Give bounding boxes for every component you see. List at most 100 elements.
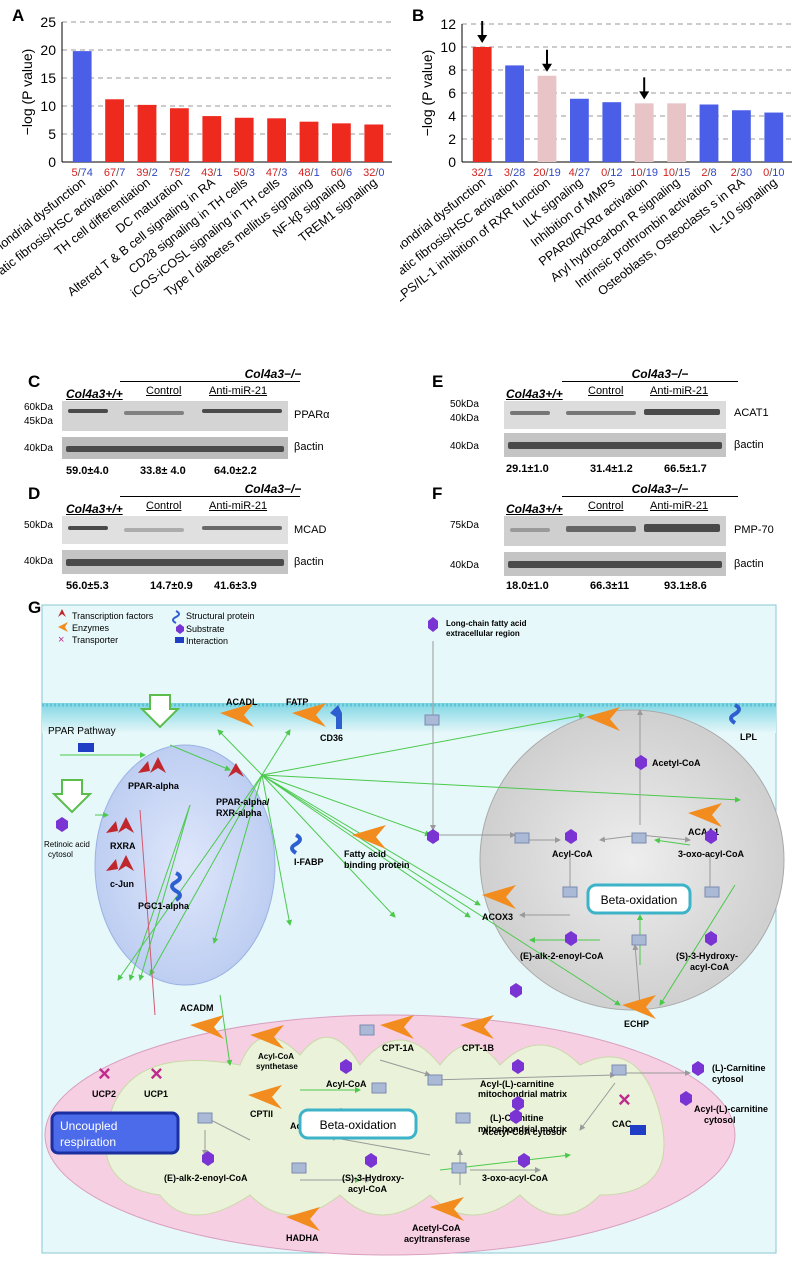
ppar-rxr-label-2: RXR-alpha	[216, 808, 263, 818]
gene-count-label: 0/12	[601, 167, 622, 179]
ppar-rxr-tf-icon	[228, 763, 244, 777]
blot-panel-d: Col4a3−/− Col4a3+/+ Control Anti-miR-21 …	[0, 480, 400, 592]
panel-letter-f: F	[432, 484, 443, 503]
gene-count-label: 39/2	[136, 167, 157, 179]
ppar-pathway-node	[78, 743, 94, 752]
gene-count-label: 2/8	[701, 167, 716, 179]
acylcarnitine-mm-label: Acyl-(L)-carnitine	[480, 1079, 554, 1089]
gene-count-label: 32/0	[363, 167, 384, 179]
kda-marker: 40kDa	[450, 441, 479, 452]
kda-marker: 75kDa	[450, 520, 479, 531]
protein-label: PMP-70	[734, 524, 774, 536]
reaction-node	[631, 934, 647, 946]
callout-arrow-head	[477, 35, 488, 43]
bar	[332, 123, 351, 162]
acylcoa-synthetase-enzyme-icon	[250, 1025, 284, 1049]
echp-label: ECHP	[624, 1019, 649, 1029]
quant-value: 14.7±0.9	[150, 580, 193, 592]
quant-value: 41.6±3.9	[214, 580, 257, 592]
upregulation-arrow-icon	[51, 779, 93, 814]
quant-value: 66.3±11	[590, 580, 630, 592]
quant-value: 18.0±1.0	[506, 580, 549, 592]
legend: Transcription factors Enzymes × Transpor…	[58, 609, 255, 646]
acaa1-label: ACAA1	[688, 827, 719, 837]
gene-count-label: 0/10	[763, 167, 784, 179]
acetylcoa-cyt-substrate-icon	[510, 1109, 522, 1124]
acaa1-enzyme-icon	[688, 803, 722, 827]
ppar-rxr-label: PPAR-alpha/	[216, 797, 270, 807]
panel-letter-a: A	[12, 6, 25, 25]
pathway-diagram: Transcription factors Enzymes × Transpor…	[41, 604, 785, 1256]
y-tick-label: 5	[48, 126, 56, 142]
y-axis-label: −log (P value)	[19, 49, 35, 136]
ucp1-label: UCP1	[144, 1089, 168, 1099]
quant-value: 93.1±8.6	[664, 580, 707, 592]
acetylcoa-substrate-icon	[635, 755, 647, 770]
enoylcoa-matrix-label: (E)-alk-2-enoyl-CoA	[164, 1173, 248, 1183]
quant-value: 56.0±5.3	[66, 580, 109, 592]
kda-marker: 40kDa	[450, 413, 479, 424]
blot-image-ppara	[62, 401, 288, 431]
enoylcoa-matrix-substrate-icon	[202, 1151, 214, 1166]
quant-value: 64.0±2.2	[214, 465, 257, 477]
quant-value: 29.1±1.0	[506, 463, 549, 475]
hydroxyacylcoa-matrix-substrate-icon	[365, 1153, 377, 1168]
acox3-enzyme-icon	[482, 885, 516, 909]
acylcoa-substrate-icon	[565, 829, 577, 844]
gene-count-label: 48/1	[298, 167, 319, 179]
acadl-enzyme-icon	[220, 703, 254, 727]
gene-count-label: 32/1	[471, 167, 492, 179]
cptii-label: CPTII	[250, 1109, 273, 1119]
acadm-label: ACADM	[180, 1003, 214, 1013]
cptii-enzyme-icon	[248, 1085, 282, 1109]
ifabp-structural-icon	[290, 833, 302, 855]
peroxisome-enzyme-icon	[586, 707, 620, 731]
uncoupled-label: Uncoupled	[60, 1119, 117, 1133]
group-control-label: Control	[146, 500, 182, 512]
panel-letter-g: G	[28, 598, 42, 617]
kda-marker: 50kDa	[24, 520, 53, 531]
retinoic-acid-label: Retinoic acid	[44, 840, 90, 849]
cjun-tf-icon	[106, 855, 134, 871]
protein-label: MCAD	[294, 524, 327, 536]
legend-enzyme-label: Enzymes	[72, 623, 110, 633]
blot-image-acat1	[504, 401, 726, 429]
blot-panel-c: Col4a3−/− Col4a3+/+ Control Anti-miR-21 …	[0, 365, 400, 485]
upregulation-arrow-icon	[139, 694, 181, 729]
reaction-node	[197, 1112, 213, 1124]
lpl-label: LPL	[740, 732, 758, 742]
gene-count-label: 47/3	[266, 167, 287, 179]
bar	[472, 47, 492, 162]
substrate-icon	[510, 983, 522, 998]
cpt1a-enzyme-icon	[380, 1015, 414, 1039]
reaction-node	[291, 1162, 307, 1174]
lcarnitine-mm-substrate-icon	[512, 1096, 524, 1111]
group-control-label: Control	[146, 385, 182, 397]
bar	[364, 124, 384, 162]
callout-arrow-head	[542, 63, 552, 72]
cac-label: CAC	[612, 1119, 632, 1129]
acylcoa-m-label: Acyl-CoA	[326, 1079, 367, 1089]
genotype-wt-label: Col4a3+/+	[66, 502, 123, 516]
fatp-label: FATP	[286, 697, 308, 707]
cpt1a-label: CPT-1A	[382, 1043, 415, 1053]
kda-marker: 60kDa	[24, 402, 53, 413]
acox3-label: ACOX3	[482, 912, 513, 922]
bar	[634, 103, 654, 162]
acylcarnitine-mm-substrate-icon	[512, 1059, 524, 1074]
genotype-ko-label: Col4a3−/−	[631, 482, 689, 496]
ucp2-label: UCP2	[92, 1089, 116, 1099]
genotype-wt-label: Col4a3+/+	[66, 387, 123, 401]
hadha-label: HADHA	[286, 1233, 319, 1243]
y-tick-label: 8	[448, 62, 456, 78]
pgc1-alpha-label: PGC1-alpha	[138, 901, 190, 911]
y-tick-label: 0	[448, 154, 456, 170]
legend-structural-label: Structural protein	[186, 611, 255, 621]
acat-label-2: acyltransferase	[404, 1234, 470, 1244]
blot-panel-e: Col4a3−/− Col4a3+/+ Control Anti-miR-21 …	[400, 365, 800, 485]
cd36-label: CD36	[320, 733, 343, 743]
bar	[732, 110, 751, 162]
y-tick-label: 20	[40, 42, 56, 58]
y-tick-label: 4	[448, 108, 456, 124]
